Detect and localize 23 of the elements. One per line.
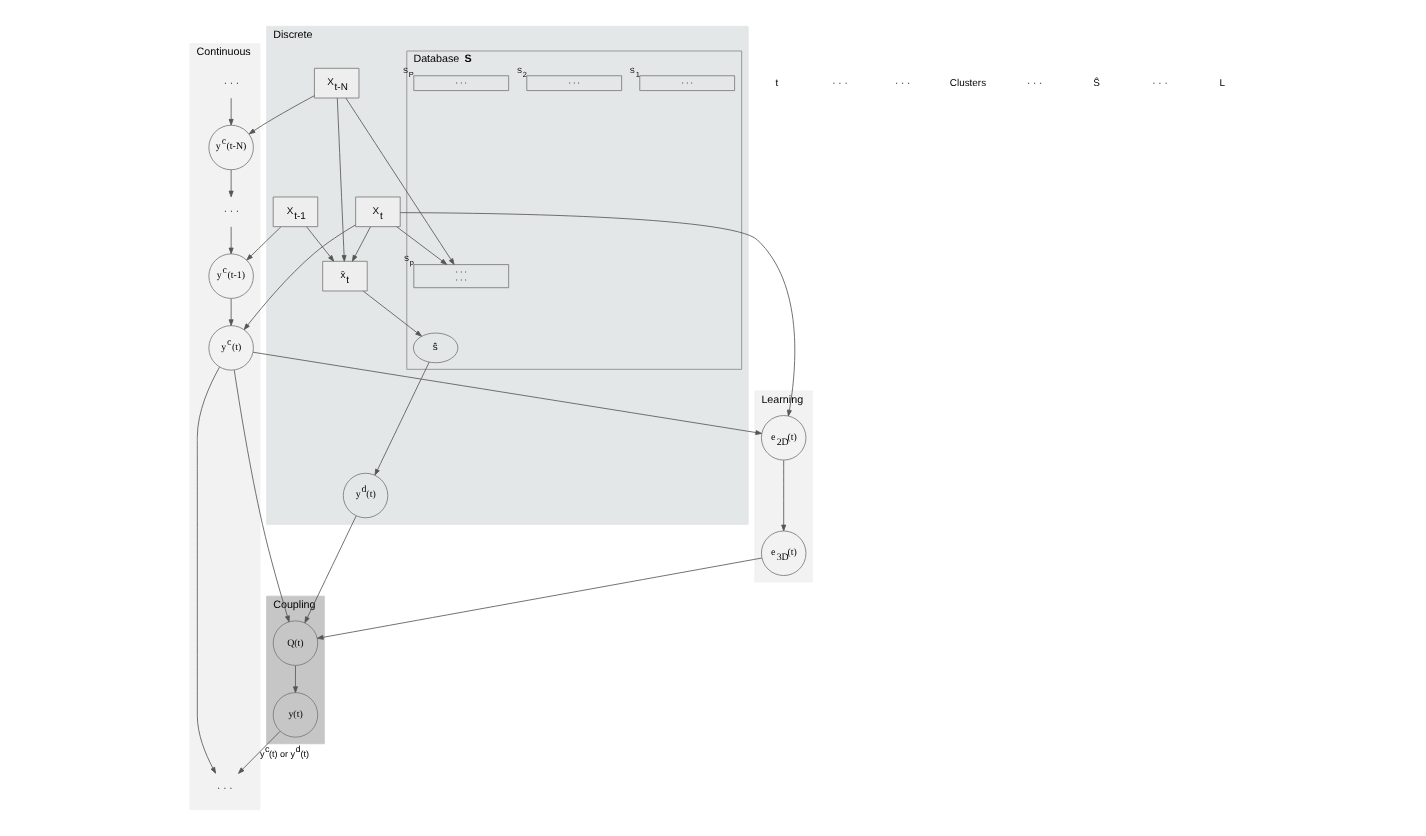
arrow: [245, 226, 281, 261]
arrow: [227, 298, 233, 326]
arrow: [237, 730, 280, 774]
arrow: [227, 169, 233, 198]
arrow: [242, 224, 355, 331]
arrow: [292, 665, 297, 693]
arrow: [315, 557, 762, 640]
arrow: [373, 361, 429, 476]
arrow: [232, 369, 289, 623]
arrow: [398, 212, 795, 417]
arrow: [344, 97, 454, 265]
arrow: [227, 97, 233, 126]
arrow: [351, 226, 370, 262]
arrow: [361, 290, 421, 337]
arrow: [251, 351, 762, 435]
arrow: [305, 226, 334, 262]
arrow: [303, 515, 356, 624]
arrow: [247, 95, 314, 135]
arrow: [335, 97, 346, 262]
arrow: [195, 366, 219, 774]
arrow: [780, 459, 786, 532]
arrow: [227, 226, 233, 255]
arrow: [395, 226, 447, 265]
